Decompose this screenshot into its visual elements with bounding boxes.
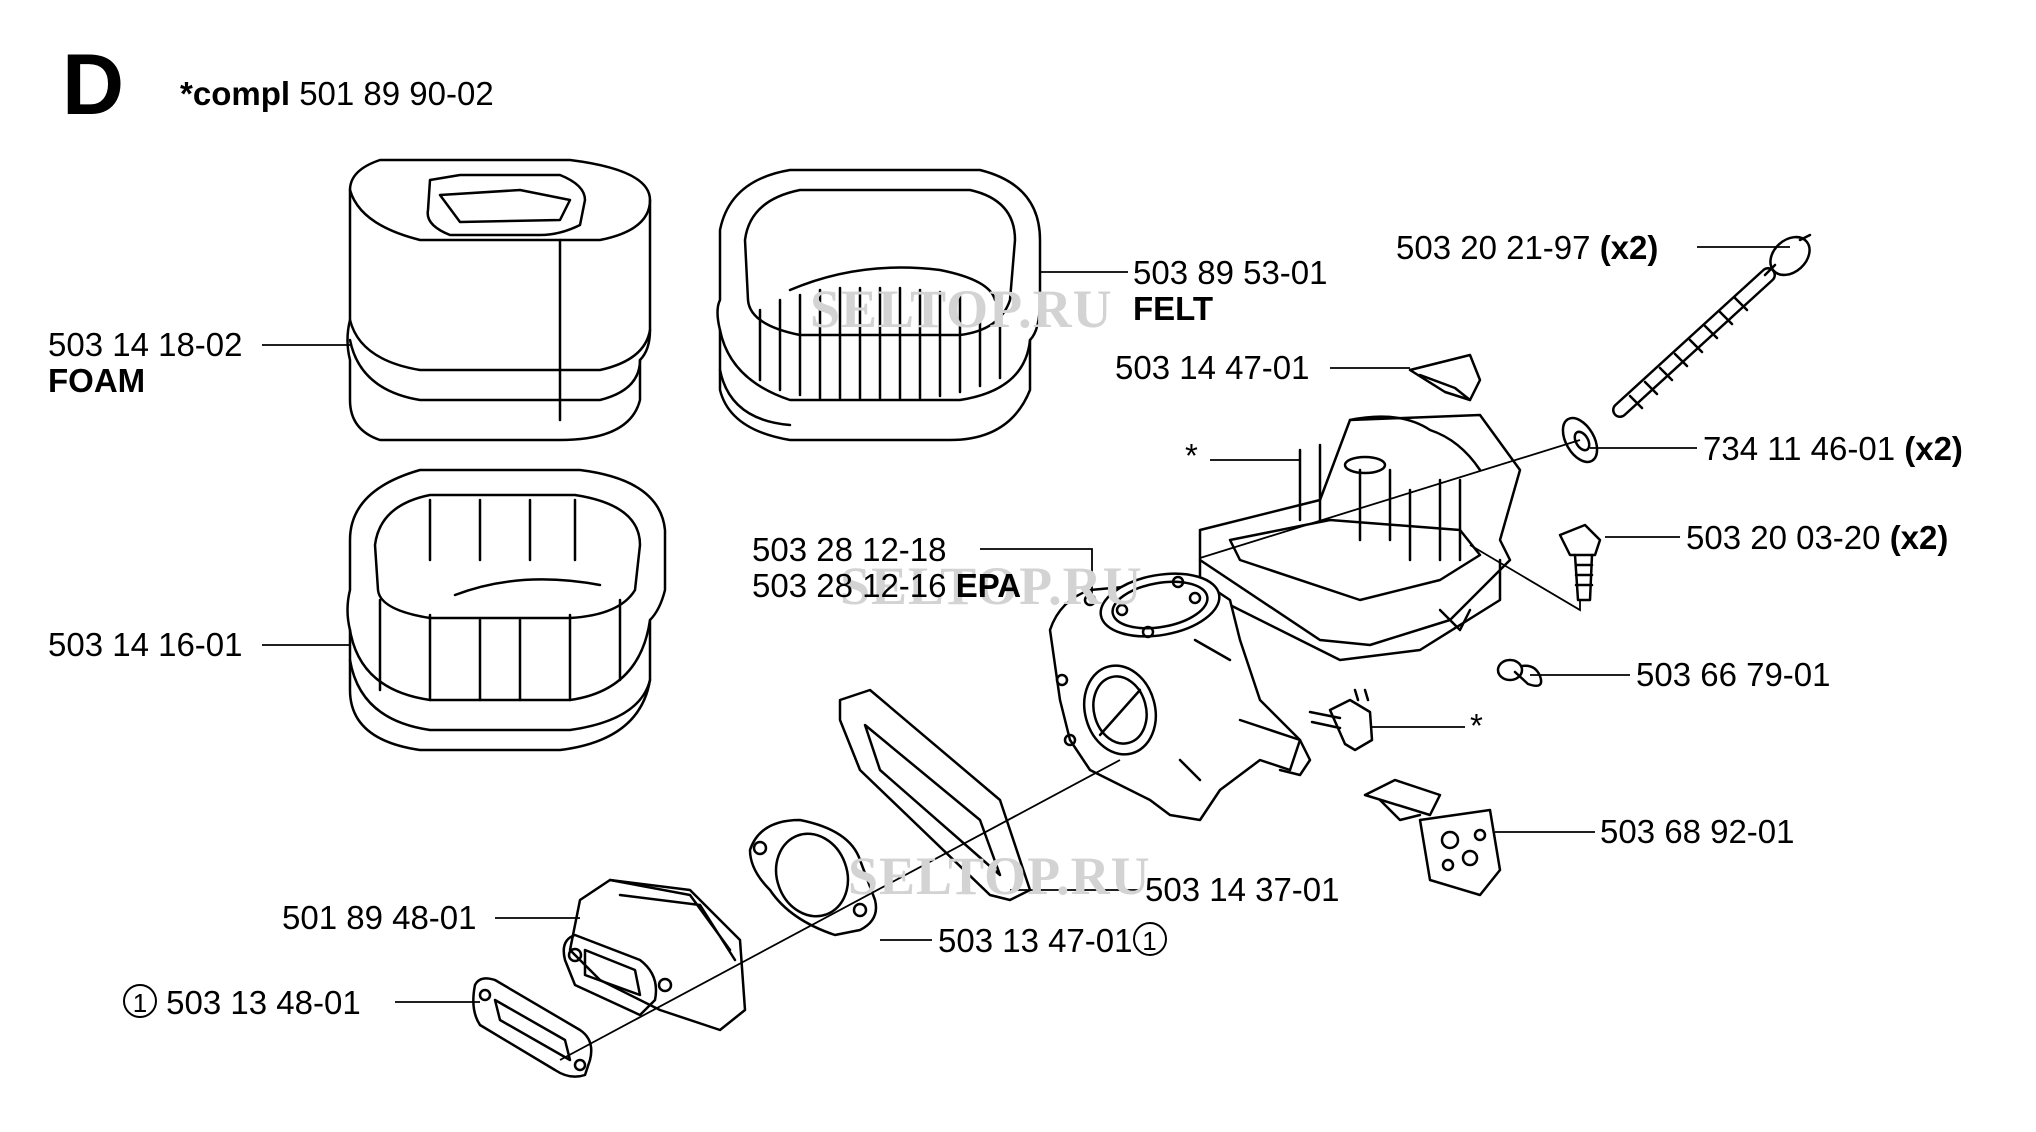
watermark: SELTOP.RU: [810, 279, 1113, 339]
ref-circle-1: 1: [1132, 922, 1167, 956]
part-number-carburetor-epa: 503 28 12-16: [752, 567, 947, 604]
part-qty-washer: (x2): [1904, 430, 1963, 467]
part-number-gasket-1: 503 13 47-01: [938, 922, 1133, 959]
part-number-rubber-flange: 503 68 92-01: [1600, 813, 1795, 850]
plug-drawing: [1496, 658, 1543, 687]
foam-filter-drawing: [346, 158, 652, 442]
part-number-felt: 503 89 53-01: [1133, 254, 1328, 291]
watermark: SELTOP.RU: [848, 846, 1151, 906]
rubber-flange-drawing: [1363, 778, 1502, 897]
part-number-gasket-2: 503 13 48-01: [166, 984, 361, 1021]
part-number-plug: 503 66 79-01: [1636, 656, 1831, 693]
carburetor-drawing: [1048, 572, 1312, 822]
part-label-gasket-2: 1 503 13 48-01: [123, 984, 361, 1021]
part-star-air-box: *: [1185, 437, 1198, 474]
air-box-drawing: [1198, 413, 1522, 662]
part-qty-bolt: (x2): [1599, 229, 1659, 266]
nipple-drawing: [1308, 688, 1374, 752]
part-star-nipple: *: [1470, 707, 1483, 744]
intake-gasket-drawing: [472, 977, 593, 1078]
part-qty-screw: (x2): [1889, 519, 1949, 556]
section-letter: D: [62, 37, 125, 133]
part-label-washer: 734 11 46-01 (x2): [1703, 431, 1963, 467]
part-label-screw: 503 20 03-20 (x2): [1686, 520, 1948, 556]
compl-prefix: *compl: [180, 75, 291, 112]
felt-filter-drawing: [716, 168, 1042, 442]
epa-tag: EPA: [955, 567, 1022, 604]
compl-label: *compl 501 89 90-02: [180, 76, 494, 112]
part-number-intake: 501 89 48-01: [282, 899, 477, 936]
part-label-carburetor-epa: 503 28 12-16 EPA: [752, 568, 1021, 604]
part-label-bolt: 503 20 21-97 (x2): [1396, 230, 1658, 266]
ref-circle-1: 1: [123, 984, 157, 1018]
part-name-foam: FOAM: [48, 362, 146, 399]
part-name-felt: FELT: [1133, 290, 1214, 327]
gasket-drawing: [748, 818, 878, 937]
intake-drawing: [562, 878, 747, 1032]
part-number-screw: 503 20 03-20: [1686, 519, 1881, 556]
filter-holder-drawing: [346, 468, 667, 752]
part-number-foam: 503 14 18-02: [48, 326, 243, 363]
compl-number: 501 89 90-02: [299, 75, 494, 112]
watermark: SELTOP.RU: [840, 556, 1143, 616]
part-number-choke-plate: 503 14 47-01: [1115, 349, 1310, 386]
part-number-filter-holder: 503 14 16-01: [48, 626, 243, 663]
part-number-carburetor: 503 28 12-18: [752, 531, 947, 568]
screw-drawing: [1558, 523, 1602, 602]
carb-gasket-drawing: [838, 688, 1032, 902]
part-number-washer: 734 11 46-01: [1703, 430, 1896, 467]
part-number-carb-gasket: 503 14 37-01: [1145, 871, 1340, 908]
part-number-bolt: 503 20 21-97: [1396, 229, 1591, 266]
